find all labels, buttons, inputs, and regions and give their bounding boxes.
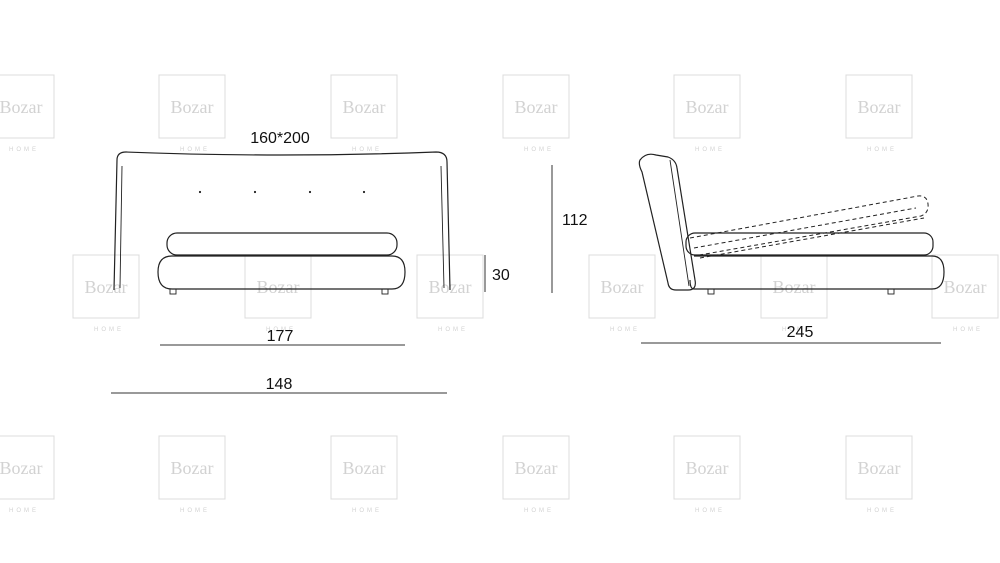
watermark-box: [502, 435, 570, 500]
watermark-box: [502, 74, 570, 139]
watermark-logo-text: Bozar: [858, 97, 901, 117]
mattress-front: [166, 232, 398, 256]
headboard-outline: [113, 151, 451, 291]
watermark-box: [0, 435, 55, 500]
watermark-sub-text: HOME: [610, 327, 640, 333]
watermark-box: [416, 254, 484, 319]
side-base: [689, 255, 945, 290]
watermark-logo-text: Bozar: [515, 458, 558, 478]
tuft-button: [198, 190, 202, 194]
watermark-sub-text: HOME: [352, 508, 382, 514]
watermark-logo-text: Bozar: [171, 458, 214, 478]
side-bed-foot: [887, 288, 895, 295]
watermark-sub-text: HOME: [9, 508, 39, 514]
watermark-sub-text: HOME: [867, 147, 897, 153]
watermark-logo-text: Bozar: [686, 97, 729, 117]
watermark-logo-text: Bozar: [0, 458, 42, 478]
watermark-box: [845, 435, 913, 500]
bed-side-view: [638, 153, 945, 295]
watermark-logo-text: Bozar: [171, 97, 214, 117]
side-headboard-inner: [669, 159, 690, 287]
bed-foot: [169, 288, 177, 295]
watermark-sub-text: HOME: [524, 147, 554, 153]
watermark-sub-text: HOME: [867, 508, 897, 514]
width-front-label: 177: [267, 328, 294, 345]
watermark-logo-text: Bozar: [343, 97, 386, 117]
watermark-sub-text: HOME: [438, 327, 468, 333]
watermark-logo-text: Bozar: [85, 277, 128, 297]
watermark-box: [158, 74, 226, 139]
base-height-label: 30: [492, 267, 510, 284]
watermark-sub-text: HOME: [695, 147, 725, 153]
watermark-box: [330, 74, 398, 139]
watermark-logo-text: Bozar: [601, 277, 644, 297]
bed-base-front: [157, 255, 406, 290]
watermark-sub-text: HOME: [352, 147, 382, 153]
side-headboard: [638, 153, 696, 291]
side-bed-foot: [707, 288, 715, 295]
watermark-sub-text: HOME: [94, 327, 124, 333]
watermark-logo-text: Bozar: [0, 97, 42, 117]
watermark-sub-text: HOME: [695, 508, 725, 514]
watermark-box: [158, 435, 226, 500]
watermark-box: [931, 254, 999, 319]
watermark-sub-text: HOME: [9, 147, 39, 153]
watermark-sub-text: HOME: [953, 327, 983, 333]
watermark-logo-text: Bozar: [257, 277, 300, 297]
tuft-button: [253, 190, 257, 194]
watermark-sub-text: HOME: [524, 508, 554, 514]
watermark-logo-text: Bozar: [515, 97, 558, 117]
lifted-frame-outline: [689, 195, 929, 257]
watermark-box: [0, 74, 55, 139]
watermark-logo-text: Bozar: [858, 458, 901, 478]
headboard-inner-edge: [119, 165, 445, 289]
watermark-box: [588, 254, 656, 319]
watermark-box: [72, 254, 140, 319]
watermark-sub-text: HOME: [180, 147, 210, 153]
watermark-logo-text: Bozar: [343, 458, 386, 478]
watermark-sub-text: HOME: [180, 508, 210, 514]
side-mattress: [685, 232, 934, 256]
watermark-box: [673, 74, 741, 139]
watermark-logo-text: Bozar: [944, 277, 987, 297]
watermark-box: [673, 435, 741, 500]
watermark-layer: BozarHOMEBozarHOMEBozarHOMEBozarHOMEBoza…: [0, 74, 999, 514]
watermark-box: [330, 435, 398, 500]
watermark-logo-text: Bozar: [773, 277, 816, 297]
mattress-size-label: 160*200: [250, 130, 310, 147]
bed-foot: [381, 288, 389, 295]
watermark-sub-text: HOME: [266, 327, 296, 333]
watermark-logo-text: Bozar: [686, 458, 729, 478]
tuft-button: [308, 190, 312, 194]
tuft-button: [362, 190, 366, 194]
length-side-label: 245: [787, 324, 814, 341]
height-label: 112: [562, 212, 588, 229]
width-inner-label: 148: [266, 376, 293, 393]
bed-front-view: [113, 151, 451, 295]
lifted-frame-inner: [693, 207, 925, 259]
watermark-sub-text: HOME: [782, 327, 812, 333]
watermark-box: [845, 74, 913, 139]
